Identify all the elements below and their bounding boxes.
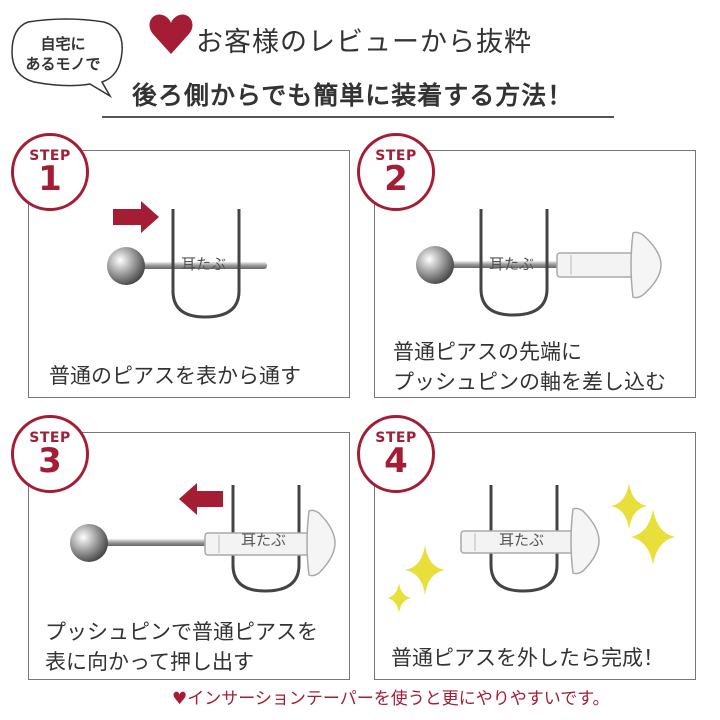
speech-bubble-line1: 自宅に: [40, 35, 86, 53]
footer-note: ♥インサーションテーパーを使うと更にやりやすいです。: [172, 689, 610, 709]
step-2-earlobe-label: 耳たぶ: [489, 255, 535, 273]
earring-post: [445, 261, 565, 268]
step-3-panel: STEP 3 耳たぶ プッシュピンで普通ピアスを 表に向かって押し出す: [11, 415, 350, 680]
earlobe-outline: [231, 485, 301, 593]
step-3-earlobe-label: 耳たぶ: [241, 531, 287, 549]
step-3-badge: STEP 3: [11, 415, 89, 493]
step-2-caption: 普通ピアスの先端に プッシュピンの軸を差し込む: [393, 340, 666, 394]
earring-ball: [107, 247, 145, 285]
earlobe-outline: [489, 485, 559, 593]
step-2-number: 2: [384, 159, 408, 199]
step-3-number: 3: [38, 441, 62, 481]
speech-bubble-line2: あるモノで: [25, 55, 101, 73]
step-2-illustration: [416, 209, 662, 317]
pushpin-cup: [630, 231, 662, 299]
step-3-illustration: [70, 483, 336, 593]
earlobe-outline: [479, 209, 549, 317]
step-1-badge: STEP 1: [11, 133, 89, 211]
header-divider: [102, 116, 614, 118]
step-1-earlobe-label: 耳たぶ: [181, 255, 227, 273]
step-3-label: STEP: [29, 430, 71, 446]
pushpin-cup: [570, 507, 600, 575]
step-1-illustration: [107, 201, 267, 319]
sparkle-icon: [405, 545, 445, 595]
step-2-label: STEP: [375, 148, 417, 164]
earring-ball: [70, 524, 108, 562]
step-4-label: STEP: [375, 430, 417, 446]
step-2-badge: STEP 2: [357, 133, 435, 211]
step-4-earlobe-label: 耳たぶ: [499, 531, 545, 549]
sparkle-icon: [631, 509, 675, 565]
step-2-panel: STEP 2 耳たぶ 普通ピアスの先端に プッシュピンの軸を差し込む: [357, 133, 696, 398]
heart-icon: [149, 14, 193, 54]
step-4-illustration: [387, 483, 675, 613]
step-4-badge: STEP 4: [357, 415, 435, 493]
page-title: お客様のレビューから抜粋: [196, 27, 532, 58]
speech-bubble: 自宅に あるモノで: [6, 14, 126, 98]
page-subtitle: 後ろ側からでも簡単に装着する方法！: [132, 81, 574, 110]
step-1-number: 1: [38, 159, 62, 199]
pushpin-shaft: [556, 252, 638, 278]
sparkle-icon: [611, 483, 647, 529]
step-3-caption: プッシュピンで普通ピアスを 表に向かって押し出す: [45, 620, 318, 674]
earlobe-outline: [171, 209, 241, 319]
step-1-panel: STEP 1 耳たぶ 普通のピアスを表から通す: [11, 133, 350, 398]
arrow-right-icon: [113, 201, 159, 233]
step-4-panel: STEP 4 耳たぶ 普通ピアスを外したら完成！: [357, 415, 696, 680]
speech-bubble-text: 自宅に あるモノで: [6, 34, 120, 74]
step-1-caption: 普通のピアスを表から通す: [49, 364, 301, 388]
arrow-left-icon: [179, 483, 223, 515]
sparkle-icon: [387, 583, 411, 613]
step-1-label: STEP: [29, 148, 71, 164]
step-4-caption: 普通ピアスを外したら完成！: [391, 646, 664, 670]
step-4-number: 4: [384, 441, 408, 481]
earring-post: [99, 539, 209, 546]
earring-post: [137, 262, 267, 269]
pushpin-cup: [306, 509, 336, 577]
earring-ball: [416, 246, 454, 284]
